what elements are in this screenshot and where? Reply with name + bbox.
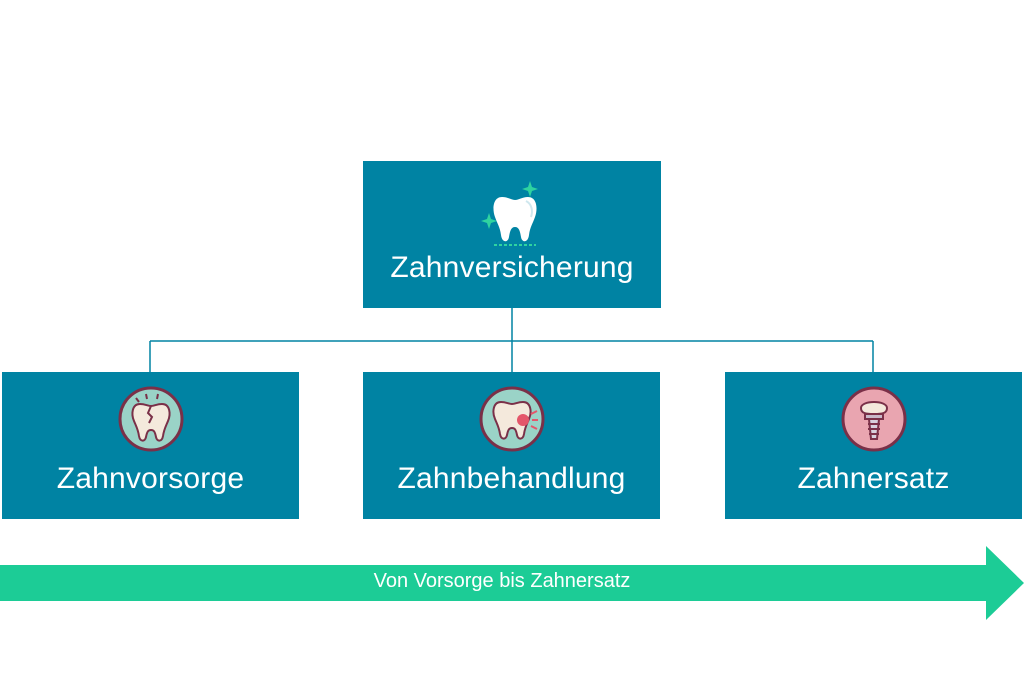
root-node-zahnversicherung: Zahnversicherung <box>363 161 661 308</box>
arrow-label: Von Vorsorge bis Zahnersatz <box>373 570 631 592</box>
node-label-zahnvorsorge: Zahnvorsorge <box>56 462 245 495</box>
node-label-zahnbehandlung: Zahnbehandlung <box>397 462 626 495</box>
progress-arrow <box>0 546 1024 620</box>
sparkling-tooth-icon <box>481 181 538 246</box>
root-node-label: Zahnversicherung <box>390 251 634 284</box>
dental-implant-icon <box>841 386 907 452</box>
aching-tooth-icon <box>479 386 545 452</box>
node-zahnbehandlung: Zahnbehandlung <box>363 372 660 519</box>
node-zahnersatz: Zahnersatz <box>725 372 1022 519</box>
node-label-zahnersatz: Zahnersatz <box>797 462 950 495</box>
cracked-tooth-icon <box>118 386 184 452</box>
node-zahnvorsorge: Zahnvorsorge <box>2 372 299 519</box>
